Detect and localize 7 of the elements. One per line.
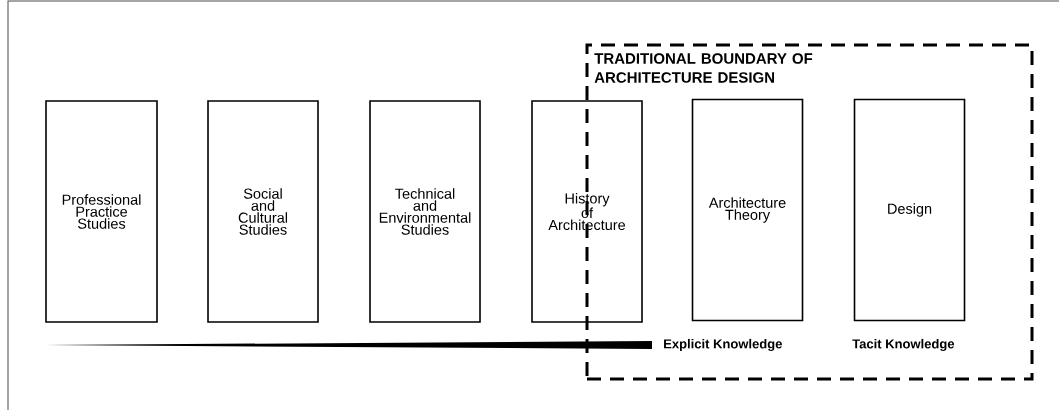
subject-box: Professional Practice Studies [45,100,158,323]
subject-box: Architecture Theory [691,98,804,322]
subject-box: Technical and Environmental Studies [369,100,481,323]
subject-box: Social and Cultural Studies [207,100,319,323]
axis-label: Tacit Knowledge [852,338,955,352]
subject-box: Design [853,98,966,322]
axis-label: Explicit Knowledge [664,338,782,352]
